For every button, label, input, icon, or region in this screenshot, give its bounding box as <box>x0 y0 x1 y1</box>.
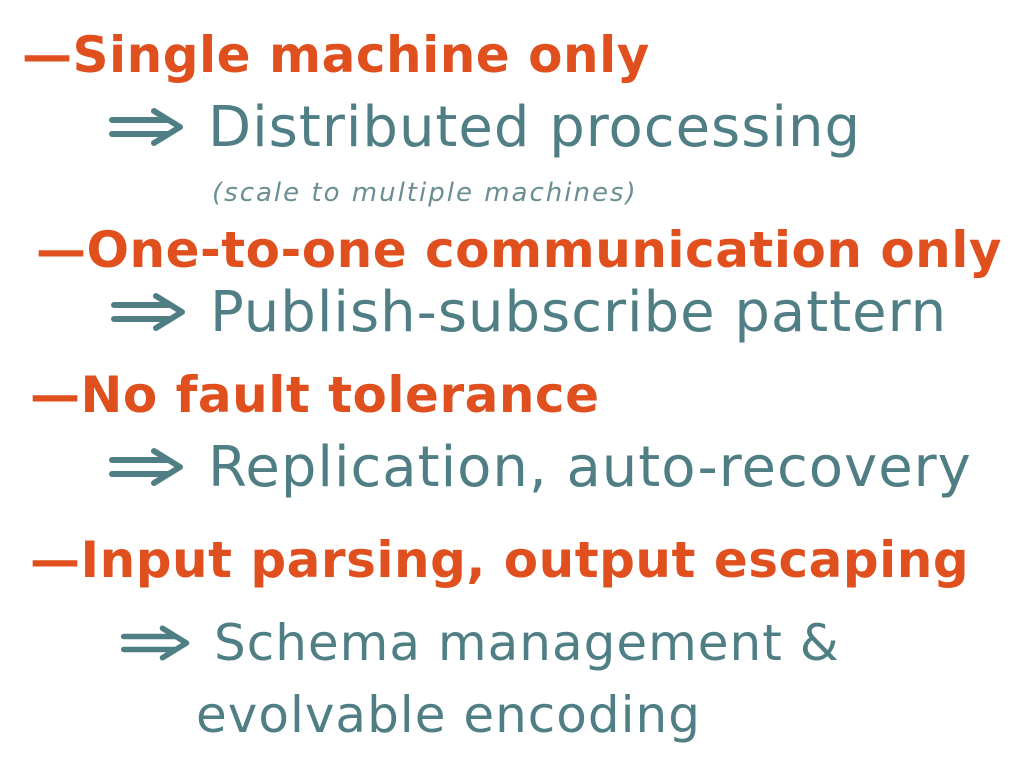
problem-no-fault-tolerance: —No fault tolerance <box>30 370 600 420</box>
solution-text: Schema management & <box>214 614 840 672</box>
double-arrow-implies-icon <box>108 447 186 487</box>
problem-text: —Input parsing, output escaping <box>30 531 970 589</box>
problem-text: —One-to-one communication only <box>36 221 1003 279</box>
problem-single-machine: —Single machine only <box>22 30 650 80</box>
problem-text: —Single machine only <box>22 26 650 84</box>
solution-text-continued: evolvable encoding <box>196 686 701 744</box>
solution-evolvable-encoding: evolvable encoding <box>196 690 701 740</box>
double-arrow-implies-icon <box>108 107 186 147</box>
solution-publish-subscribe: Publish-subscribe pattern <box>110 285 947 341</box>
problem-text: —No fault tolerance <box>30 366 600 424</box>
double-arrow-implies-icon <box>120 624 192 662</box>
problem-input-parsing: —Input parsing, output escaping <box>30 535 969 585</box>
double-arrow-implies-icon <box>110 292 188 332</box>
solution-text: Distributed processing <box>208 95 861 160</box>
problem-one-to-one: —One-to-one communication only <box>36 225 1002 275</box>
note-text: (scale to multiple machines) <box>212 178 638 208</box>
solution-text: Publish-subscribe pattern <box>210 280 948 345</box>
solution-distributed-processing: Distributed processing <box>108 100 861 156</box>
solution-text: Replication, auto-recovery <box>208 435 972 500</box>
solution-schema-management: Schema management & <box>120 618 840 668</box>
note-scale-machines: (scale to multiple machines) <box>212 180 638 206</box>
solution-replication: Replication, auto-recovery <box>108 440 972 496</box>
